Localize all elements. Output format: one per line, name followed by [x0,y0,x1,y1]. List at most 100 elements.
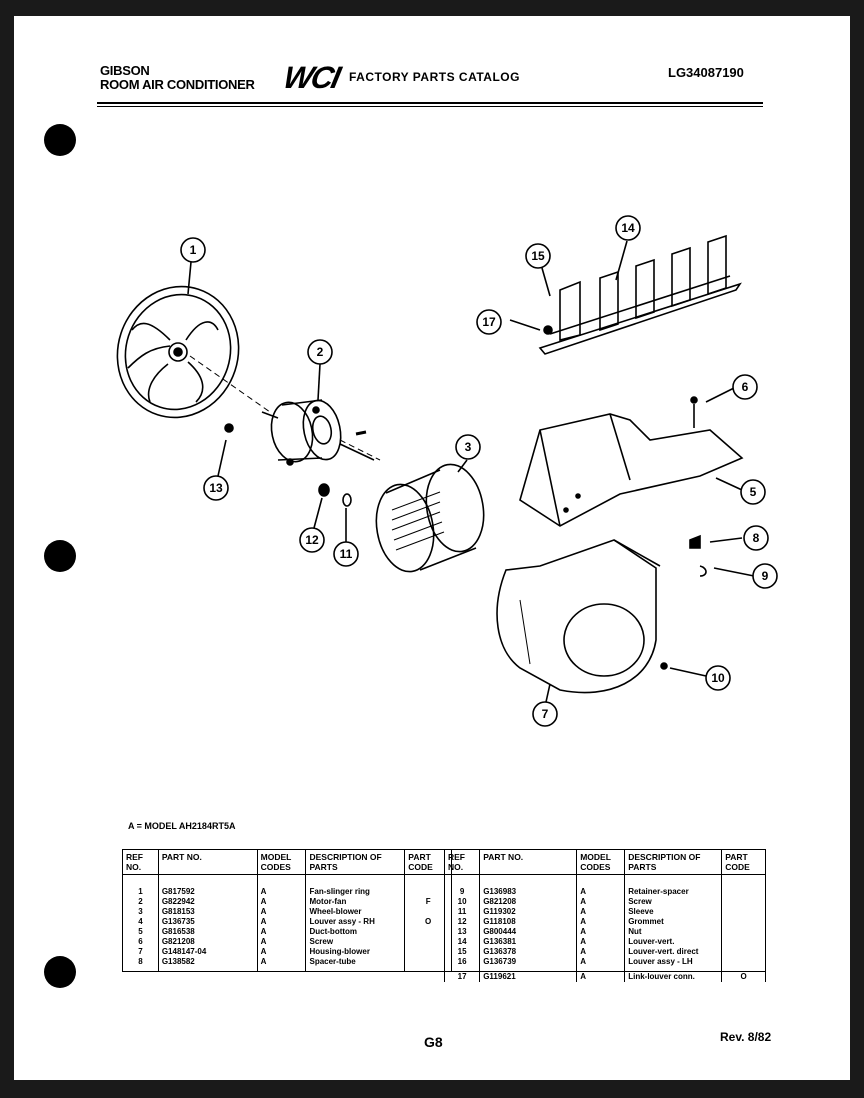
cell-ref: 10 [443,897,481,907]
cell-code [721,957,766,972]
cell-desc: Spacer-tube [305,957,406,972]
cell-part: G136983 [479,874,578,897]
callout-9: 9 [752,563,778,589]
header-description: DESCRIPTION OF PARTS [624,849,723,875]
cell-desc: Grommet [624,917,723,927]
parts-table-right: REF NO. PART NO. MODEL CODES DESCRIPTION… [443,849,766,982]
header-model-codes: MODEL CODES [256,849,307,875]
cell-ref: 7 [122,947,159,957]
cell-ref: 12 [443,917,481,927]
cell-desc: Nut [624,927,723,937]
parts-table-left: REF NO. PART NO. MODEL CODES DESCRIPTION… [122,849,452,972]
cell-model: A [256,874,307,897]
binder-hole-icon [44,540,76,572]
cell-ref: 8 [122,957,159,972]
callout-17: 17 [476,309,502,335]
cell-part: G136378 [479,947,578,957]
revision-date: Rev. 8/82 [720,1030,772,1044]
cell-model: A [576,917,626,927]
svg-text:15: 15 [531,249,545,263]
cell-ref: 17 [443,971,481,982]
cell-model: A [256,927,307,937]
cell-part: G818153 [157,907,258,917]
cell-ref: 2 [122,897,159,907]
svg-text:5: 5 [750,485,757,499]
cell-model: A [576,971,626,982]
svg-text:2: 2 [317,345,324,359]
brand-block: GIBSON ROOM AIR CONDITIONER [100,64,255,92]
svg-text:10: 10 [711,671,725,685]
cell-part: G119621 [479,971,578,982]
grommet-part [318,483,330,497]
cell-code [721,907,766,917]
svg-text:1: 1 [190,243,197,257]
svg-text:8: 8 [753,531,760,545]
header-part-code: PART CODE [721,849,766,875]
cell-code [721,937,766,947]
cell-desc: Motor-fan [305,897,406,907]
cell-part: G800444 [479,927,578,937]
product-line: ROOM AIR CONDITIONER [100,77,255,92]
cell-model: A [576,874,626,897]
cell-part: G821208 [479,897,578,907]
cell-desc: Fan-slinger ring [305,874,406,897]
cell-desc: Retainer-spacer [624,874,723,897]
header-rule [97,106,763,107]
cell-desc: Screw [305,937,406,947]
svg-text:14: 14 [621,221,635,235]
callout-7: 7 [532,701,558,727]
cell-ref: 13 [443,927,481,937]
cell-code [721,897,766,907]
callout-3: 3 [455,434,481,460]
cell-model: A [256,897,307,907]
cell-desc: Housing-blower [305,947,406,957]
cell-code [721,874,766,897]
cell-part: G119302 [479,907,578,917]
cell-part: G148147-04 [157,947,258,957]
cell-desc: Louver assy - LH [624,957,723,972]
header-ref-no: REF NO. [122,849,159,875]
svg-text:11: 11 [340,547,353,561]
cell-model: A [256,917,307,927]
cell-part: G138582 [157,957,258,972]
cell-code [721,927,766,937]
retainer-spacer-part [699,565,707,577]
louver-assembly [538,234,742,355]
cell-ref: 11 [443,907,481,917]
blower-housing [496,539,661,694]
svg-text:17: 17 [482,315,496,329]
cell-code: O [721,971,766,982]
catalog-title: FACTORY PARTS CATALOG [349,70,520,84]
cell-part: G816538 [157,927,258,937]
cell-desc: Louver-vert. direct [624,947,723,957]
spacer-tube-part [689,534,701,549]
cell-desc: Louver assy - RH [305,917,406,927]
header-rule [97,102,763,104]
binder-hole-icon [44,956,76,988]
cell-part: G817592 [157,874,258,897]
cell-part: G118108 [479,917,578,927]
cell-ref: 9 [443,874,481,897]
svg-text:13: 13 [209,481,223,495]
callout-11: 11 [333,541,359,567]
cell-ref: 5 [122,927,159,937]
slinger-ring-fan [116,285,240,419]
header-model-codes: MODEL CODES [576,849,626,875]
document-number: LG34087190 [668,65,744,80]
cell-model: A [256,907,307,917]
cell-model: A [576,907,626,917]
callout-10: 10 [705,665,731,691]
sleeve-part [342,493,352,507]
header-part-no: PART NO. [157,849,258,875]
